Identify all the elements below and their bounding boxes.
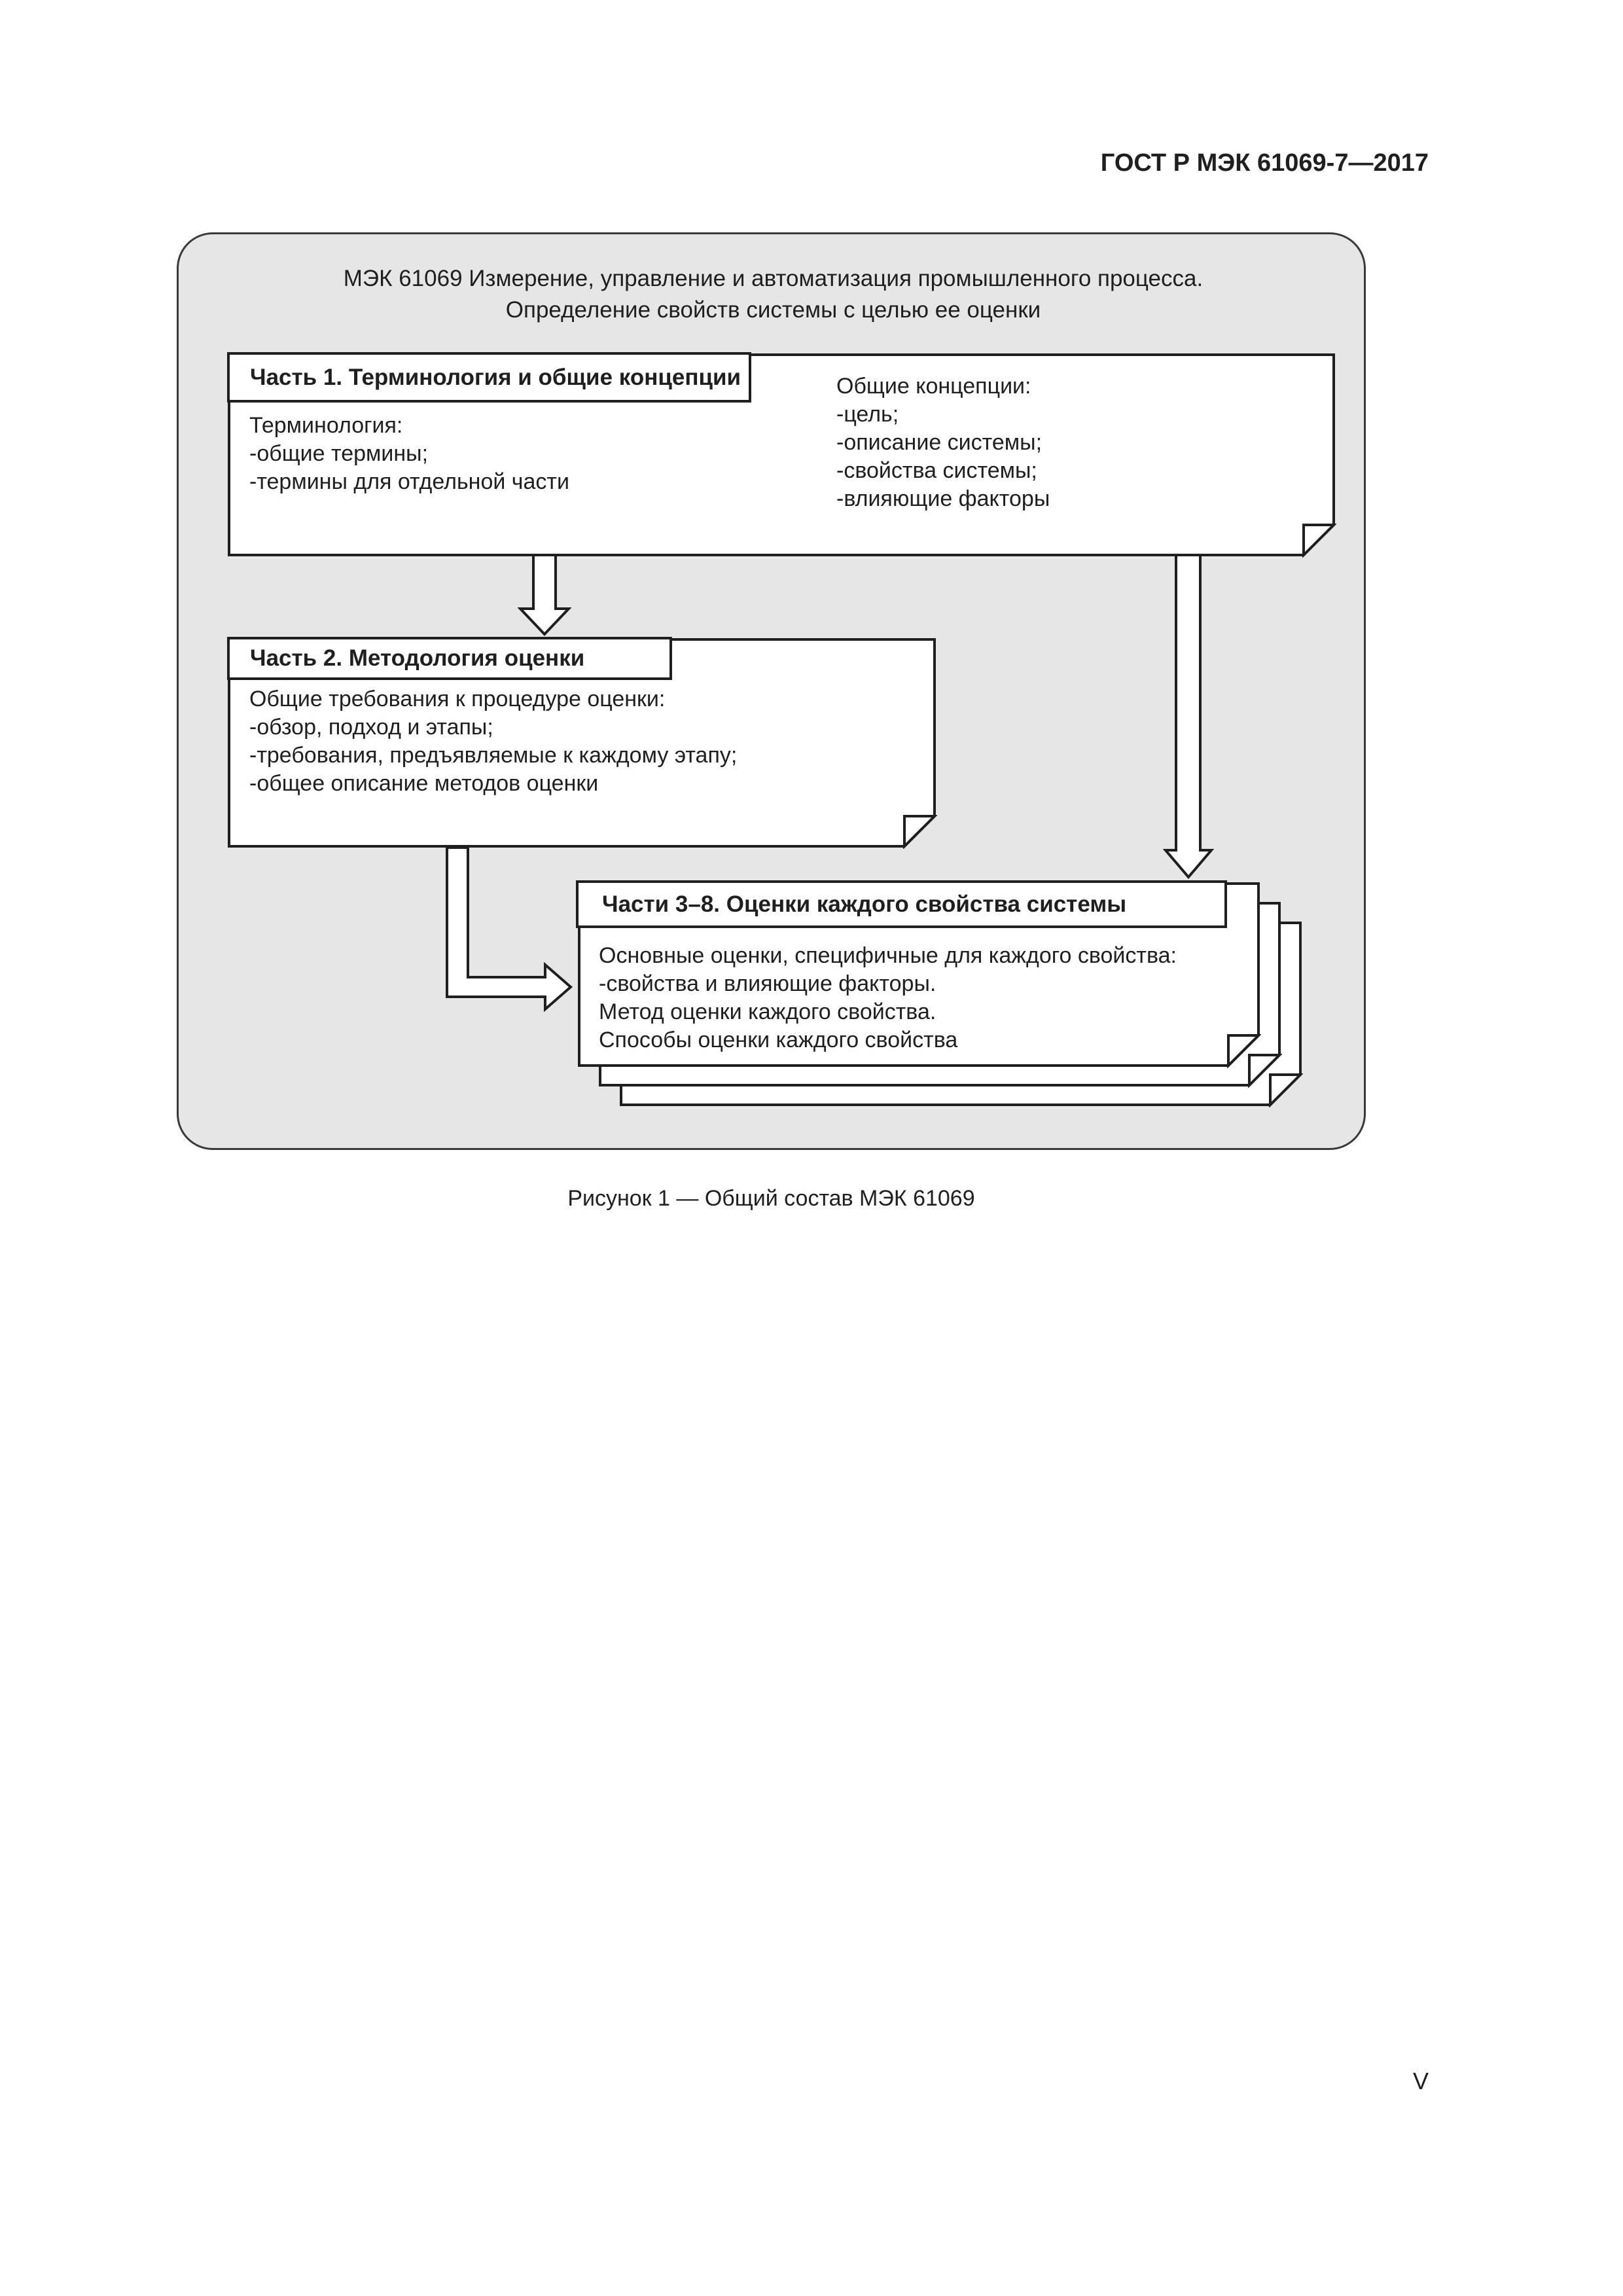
text-line: Способы оценки каждого свойства (599, 1028, 958, 1052)
text-line: -влияющие факторы (836, 486, 1050, 511)
text-line: -общие термины; (249, 441, 429, 466)
page-fold-icon (1227, 1034, 1261, 1068)
text-line: -цель; (836, 402, 899, 427)
part1-sheet (228, 353, 1336, 558)
part2-header-box: Часть 2. Методология оценки (227, 637, 672, 680)
figure-panel: МЭК 61069 Измерение, управление и автома… (177, 232, 1366, 1150)
text-line: -требования, предъявляемые к каждому эта… (249, 743, 738, 768)
part2-text: Общие требования к процедуре оценки: -об… (249, 685, 737, 798)
text-line: Терминология: (249, 413, 403, 438)
part38-text: Основные оценки, специфичные для каждого… (599, 942, 1177, 1054)
text-line: Основные оценки, специфичные для каждого… (599, 943, 1177, 968)
page-number: V (1412, 2068, 1429, 2094)
figure-title: МЭК 61069 Измерение, управление и автома… (179, 263, 1368, 326)
part38-header-box: Части 3–8. Оценки каждого свойства систе… (576, 880, 1227, 928)
arrow-down-icon (518, 554, 571, 636)
text-line: -свойства системы; (836, 458, 1037, 483)
page-fold-icon (1248, 1054, 1282, 1088)
page-fold-icon (903, 815, 937, 849)
part1-left-text: Терминология: -общие термины; -термины д… (249, 412, 569, 496)
document-header: ГОСТ Р МЭК 61069-7—2017 (1100, 149, 1429, 177)
text-line: Метод оценки каждого свойства. (599, 999, 936, 1024)
figure-title-line1: МЭК 61069 Измерение, управление и автома… (343, 266, 1204, 291)
part1-header-label: Часть 1. Терминология и общие концепции (250, 364, 741, 390)
text-line: Общие требования к процедуре оценки: (249, 687, 666, 711)
part2-sheet (228, 638, 937, 849)
part2-header-label: Часть 2. Методология оценки (250, 645, 585, 671)
page-fold-icon (1269, 1073, 1303, 1107)
figure-title-line2: Определение свойств системы с целью ее о… (505, 297, 1041, 323)
part1-header-box: Часть 1. Терминология и общие концепции (227, 352, 751, 403)
text-line: -свойства и влияющие факторы. (599, 971, 936, 996)
text-line: -обзор, подход и этапы; (249, 715, 493, 740)
part38-header-label: Части 3–8. Оценки каждого свойства систе… (602, 891, 1127, 917)
text-line: -описание системы; (836, 430, 1043, 455)
arrow-down-long-icon (1163, 554, 1214, 880)
part1-right-text: Общие концепции: -цель; -описание систем… (836, 372, 1050, 513)
text-line: Общие концепции: (836, 374, 1031, 399)
figure-caption: Рисунок 1 — Общий состав МЭК 61069 (567, 1186, 975, 1211)
page-fold-icon (1302, 524, 1336, 558)
text-line: -термины для отдельной части (249, 469, 569, 494)
text-line: -общее описание методов оценки (249, 771, 599, 796)
arrow-elbow-right-icon (446, 846, 573, 1012)
